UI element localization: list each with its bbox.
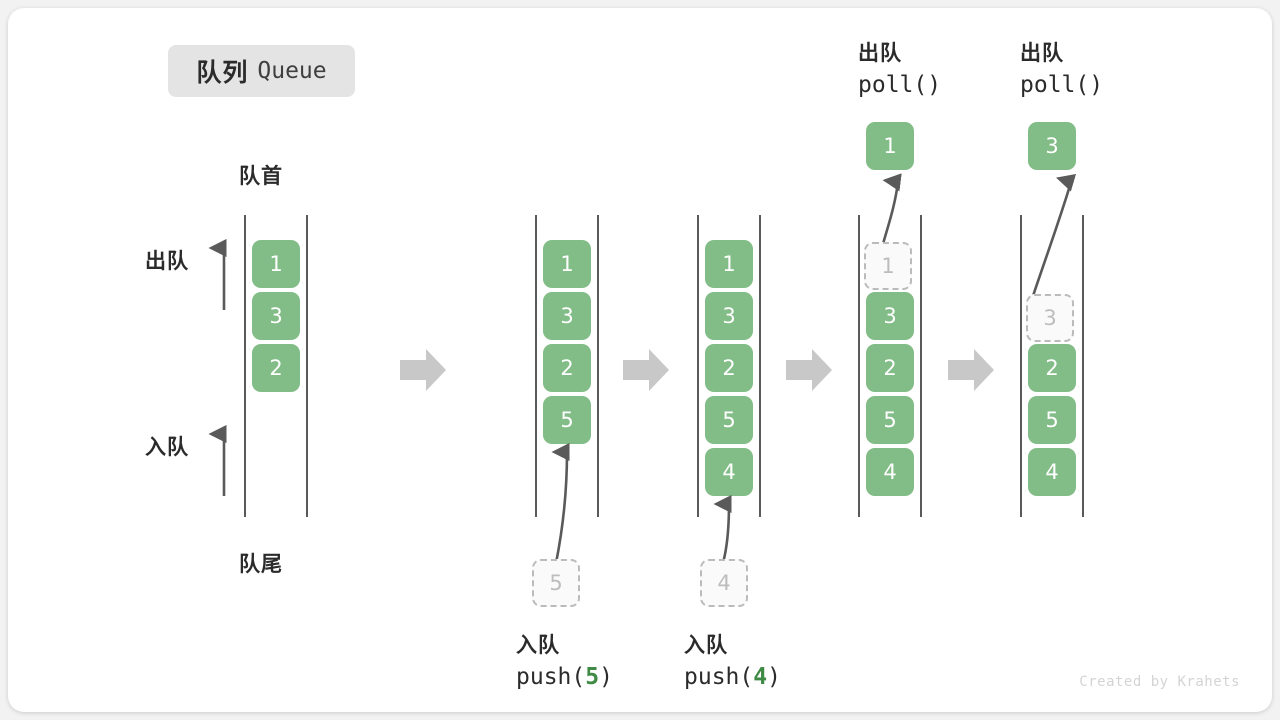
ghost-box-push-4: 4 <box>700 559 748 607</box>
queue-box: 2 <box>866 344 914 392</box>
caption-enqueue-4: 入队 <box>684 634 728 657</box>
caption-push-5-code: push(5) <box>516 664 613 690</box>
poll-1-arrow <box>881 173 902 245</box>
rail-right-col5 <box>1082 215 1084 517</box>
rail-left-col4 <box>858 215 860 517</box>
enqueue-direction-arrow <box>208 424 227 496</box>
queue-box: 3 <box>543 292 591 340</box>
step-arrow-icon <box>948 349 994 391</box>
queue-box-new: 4 <box>705 448 753 496</box>
label-queue-tail: 队尾 <box>239 553 283 576</box>
step-arrow-icon <box>786 349 832 391</box>
rail-right-col2 <box>597 215 599 517</box>
label-dequeue-side: 出队 <box>145 250 189 273</box>
poll-3-arrow <box>1031 174 1077 297</box>
step-arrow-icon <box>623 349 669 391</box>
push-4-prefix: push( <box>684 664 754 690</box>
queue-box: 3 <box>252 292 300 340</box>
caption-poll-3-code: poll() <box>1020 72 1104 98</box>
queue-box: 2 <box>705 344 753 392</box>
rail-left-col2 <box>535 215 537 517</box>
rail-left-col3 <box>697 215 699 517</box>
rail-right-col3 <box>759 215 761 517</box>
queue-box: 2 <box>252 344 300 392</box>
popped-box-3: 3 <box>1028 122 1076 170</box>
queue-box-ghost: 3 <box>1026 294 1074 342</box>
dequeue-direction-arrow <box>208 238 227 310</box>
queue-box: 5 <box>866 396 914 444</box>
push-4-suffix: ) <box>767 664 781 690</box>
title-badge: 队列 Queue <box>168 45 355 97</box>
push-5-suffix: ) <box>599 664 613 690</box>
label-queue-head: 队首 <box>239 165 283 188</box>
label-enqueue-side: 入队 <box>145 436 189 459</box>
push-4-value: 4 <box>753 664 768 690</box>
rail-right-col1 <box>306 215 308 517</box>
rail-right-col4 <box>920 215 922 517</box>
caption-dequeue-1: 出队 <box>858 42 902 65</box>
caption-push-4-code: push(4) <box>684 664 781 690</box>
queue-box: 1 <box>705 240 753 288</box>
queue-box-ghost: 1 <box>864 242 912 290</box>
rail-left-col5 <box>1020 215 1022 517</box>
diagram-card: 队列 Queue 队首 出队 入队 1 3 2 队尾 <box>8 8 1272 712</box>
queue-box: 1 <box>543 240 591 288</box>
rail-left-col1 <box>244 215 246 517</box>
queue-box: 3 <box>866 292 914 340</box>
caption-enqueue-5: 入队 <box>516 634 560 657</box>
queue-box-new: 5 <box>543 396 591 444</box>
queue-box: 4 <box>1028 448 1076 496</box>
push-5-value: 5 <box>585 664 600 690</box>
watermark-credit: Created by Krahets <box>1079 674 1240 690</box>
queue-box: 2 <box>1028 344 1076 392</box>
push-4-arrow <box>713 494 732 564</box>
queue-box: 2 <box>543 344 591 392</box>
queue-box: 1 <box>252 240 300 288</box>
ghost-box-push-5: 5 <box>532 559 580 607</box>
step-arrow-icon <box>400 349 446 391</box>
push-5-arrow <box>551 442 570 564</box>
title-chinese: 队列 <box>196 59 249 87</box>
caption-poll-1-code: poll() <box>858 72 942 98</box>
popped-box-1: 1 <box>866 122 914 170</box>
queue-box: 3 <box>705 292 753 340</box>
queue-box: 4 <box>866 448 914 496</box>
push-5-prefix: push( <box>516 664 586 690</box>
caption-dequeue-3: 出队 <box>1020 42 1064 65</box>
queue-box: 5 <box>1028 396 1076 444</box>
queue-box: 5 <box>705 396 753 444</box>
title-english: Queue <box>257 58 327 84</box>
